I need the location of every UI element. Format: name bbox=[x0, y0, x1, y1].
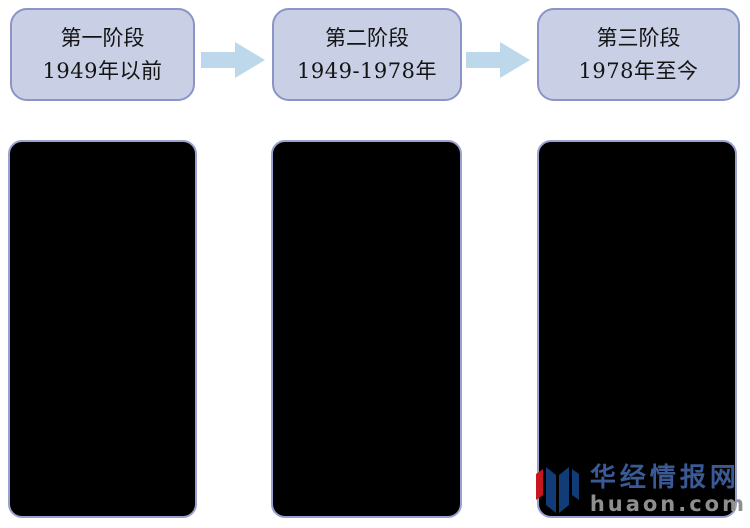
stage-body-3 bbox=[537, 140, 737, 518]
flow-arrow-icon bbox=[466, 40, 530, 80]
stage-header-2: 第二阶段 1949-1978年 bbox=[272, 8, 462, 101]
watermark-site-name: 华经情报网 bbox=[589, 462, 740, 493]
stage-header-1: 第一阶段 1949年以前 bbox=[10, 8, 195, 101]
stage-3-title: 第三阶段 bbox=[596, 25, 681, 50]
stage-header-3: 第三阶段 1978年至今 bbox=[537, 8, 740, 101]
huaon-logo-icon bbox=[535, 462, 581, 518]
stage-body-1 bbox=[8, 140, 197, 518]
watermark: 华经情报网 huaon.com bbox=[535, 462, 747, 518]
stage-2-title: 第二阶段 bbox=[325, 25, 409, 50]
stage-1-subtitle: 1949年以前 bbox=[42, 58, 163, 83]
stage-body-2 bbox=[271, 140, 462, 518]
watermark-text: 华经情报网 huaon.com bbox=[589, 462, 747, 517]
stage-2-subtitle: 1949-1978年 bbox=[297, 58, 437, 83]
watermark-domain: huaon.com bbox=[589, 492, 747, 517]
flow-arrow-icon bbox=[201, 40, 265, 80]
stage-3-subtitle: 1978年至今 bbox=[578, 58, 699, 83]
stage-1-title: 第一阶段 bbox=[60, 25, 145, 50]
